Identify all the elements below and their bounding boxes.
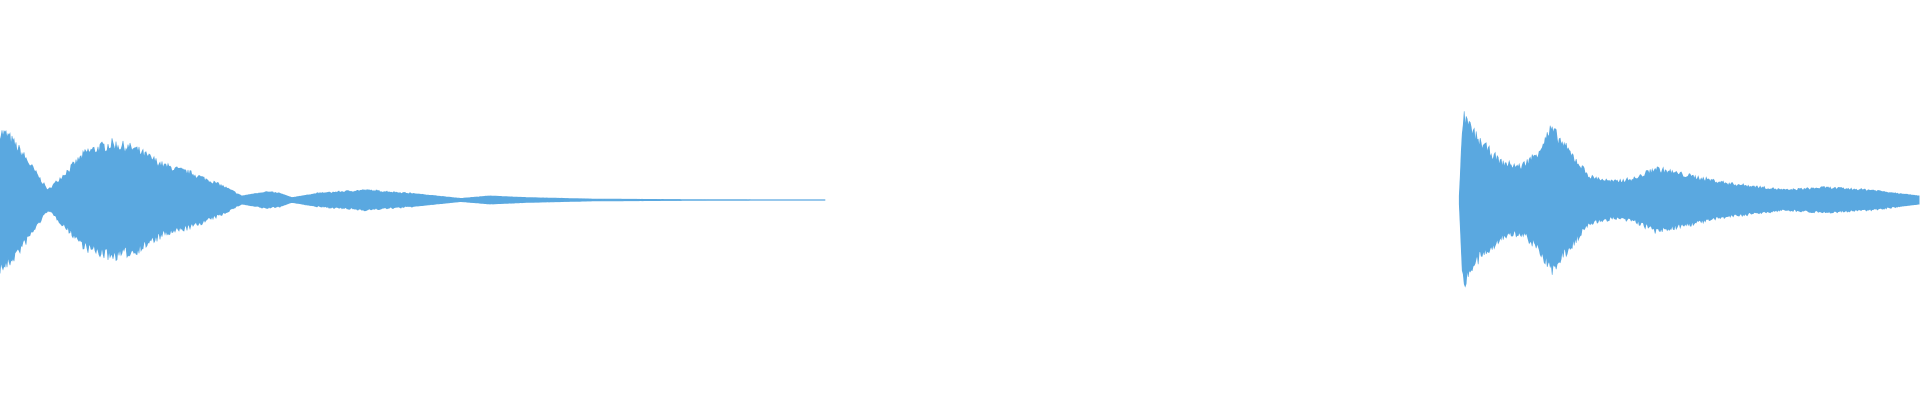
waveform-clip-clip-2[interactable] bbox=[1458, 111, 1920, 288]
clips-layer bbox=[0, 111, 1920, 288]
waveform-clip-clip-1[interactable] bbox=[0, 129, 826, 274]
